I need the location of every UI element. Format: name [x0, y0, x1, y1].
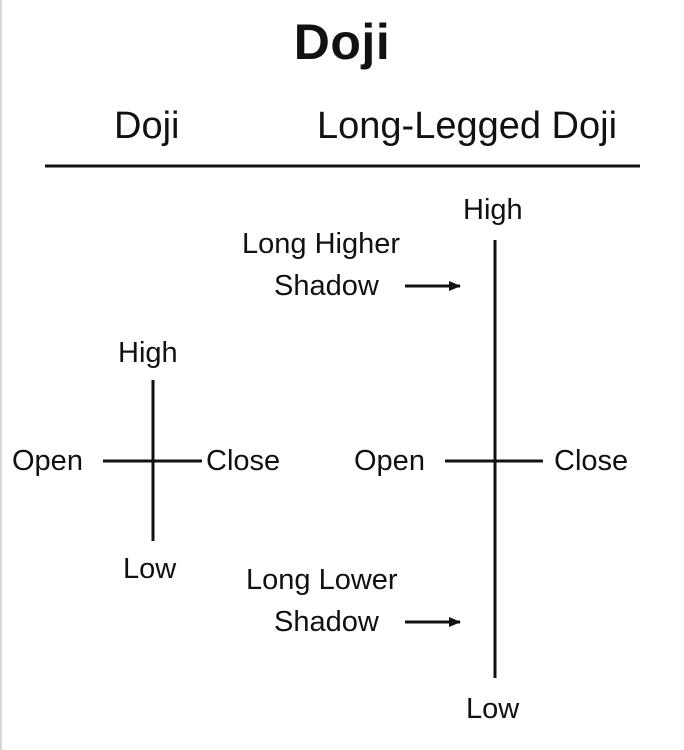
long-legged-doji-high-label: High — [463, 194, 523, 226]
long-legged-doji-close-label: Close — [554, 445, 629, 477]
long-legged-doji-open-label: Open — [354, 445, 425, 477]
doji-high-label: High — [118, 337, 178, 369]
column-heading-doji: Doji — [114, 105, 180, 147]
left-border — [0, 0, 2, 750]
lower-shadow-label-line2: Shadow — [274, 606, 379, 638]
lower-shadow-label-line1: Long Lower — [246, 564, 398, 596]
upper-shadow-label-line1: Long Higher — [242, 228, 400, 260]
doji-open-label: Open — [12, 445, 83, 477]
long-legged-doji-low-label: Low — [466, 693, 520, 725]
column-heading-long-legged-doji: Long-Legged Doji — [317, 105, 618, 147]
doji-low-label: Low — [123, 553, 177, 585]
doji-close-label: Close — [206, 445, 281, 477]
upper-shadow-label-line2: Shadow — [274, 270, 379, 302]
page-title: Doji — [293, 14, 391, 70]
